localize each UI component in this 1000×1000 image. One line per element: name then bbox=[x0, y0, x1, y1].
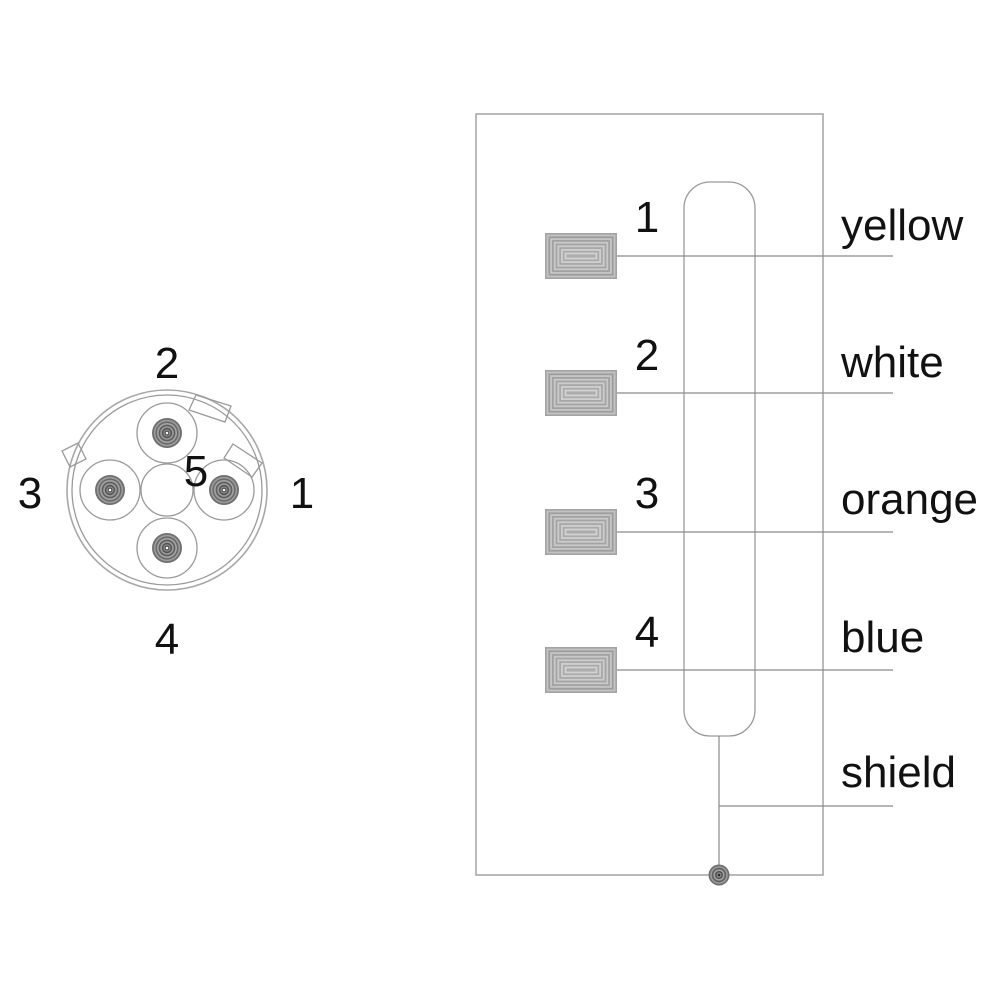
connector-inner-rim bbox=[71, 394, 263, 586]
pin-contact-1 bbox=[209, 475, 239, 505]
connector-pin-number-1: 1 bbox=[290, 469, 314, 518]
terminal-housing-outline bbox=[475, 113, 824, 876]
terminal-number-4: 4 bbox=[635, 608, 659, 657]
connector-outer-rim bbox=[66, 389, 268, 591]
terminal-pad-2 bbox=[545, 370, 617, 416]
connector-keyway-top bbox=[188, 394, 232, 423]
wire-label-white: white bbox=[840, 338, 944, 387]
shield-ground-pad bbox=[708, 864, 730, 886]
terminal-1: 1 yellow bbox=[545, 193, 963, 279]
pin-contact-3 bbox=[95, 475, 125, 505]
shield-connection: shield bbox=[708, 736, 956, 886]
terminal-3: 3 orange bbox=[545, 469, 978, 555]
connector-pin-number-2: 2 bbox=[155, 339, 179, 388]
pin-well-5 bbox=[140, 463, 194, 517]
terminal-pad-3 bbox=[545, 509, 617, 555]
terminal-number-3: 3 bbox=[635, 469, 659, 518]
connector-face: 2 3 1 4 5 bbox=[18, 339, 314, 664]
pin-well-4 bbox=[136, 517, 198, 579]
terminal-pad-1 bbox=[545, 233, 617, 279]
cable-jacket-outline bbox=[683, 181, 756, 737]
pin-contact-4 bbox=[152, 533, 182, 563]
terminal-number-1: 1 bbox=[635, 193, 659, 242]
connector-pin-number-5: 5 bbox=[184, 447, 208, 496]
wire-label-blue: blue bbox=[841, 613, 924, 662]
wire-label-orange: orange bbox=[841, 475, 978, 524]
connector-pin-number-3: 3 bbox=[18, 469, 42, 518]
wire-label-yellow: yellow bbox=[841, 201, 963, 250]
terminal-number-2: 2 bbox=[635, 331, 659, 380]
terminal-block: 1 yellow 2 white 3 orange bbox=[475, 113, 978, 886]
connector-pin-number-4: 4 bbox=[155, 615, 179, 664]
pin-contact-2 bbox=[152, 418, 182, 448]
pin-well-2 bbox=[136, 402, 198, 464]
connector-keyway-right bbox=[223, 443, 263, 478]
pin-well-3 bbox=[79, 459, 141, 521]
terminal-4: 4 blue bbox=[545, 608, 924, 693]
terminal-2: 2 white bbox=[545, 331, 944, 416]
connector-keyway-left bbox=[61, 442, 87, 468]
wire-label-shield: shield bbox=[841, 748, 956, 797]
terminal-pad-4 bbox=[545, 647, 617, 693]
pin-well-1 bbox=[193, 459, 255, 521]
